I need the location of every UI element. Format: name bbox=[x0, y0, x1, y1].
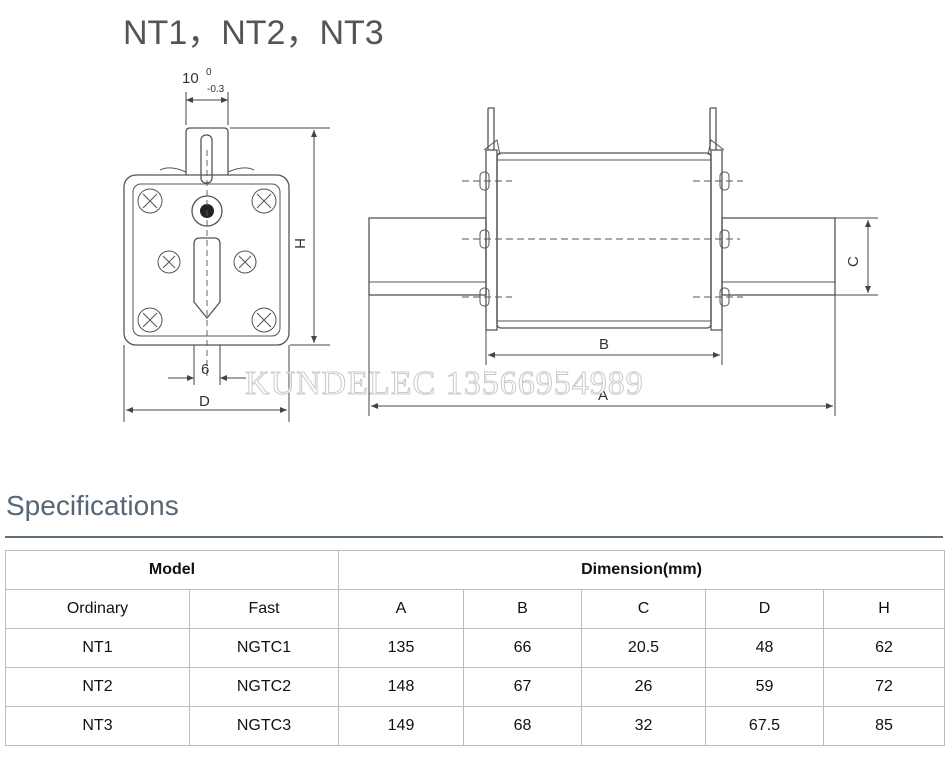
subheader-c: C bbox=[581, 589, 706, 629]
front-dimensions bbox=[123, 92, 330, 422]
tolerance-lower: -0.3 bbox=[207, 84, 225, 95]
cell-ordinary: NT1 bbox=[5, 628, 190, 668]
dim-label-c: C bbox=[845, 256, 862, 267]
specifications-heading: Specifications bbox=[6, 490, 179, 521]
watermark-text: KUNDELEC 13566954989 bbox=[245, 365, 644, 402]
cell-h: 85 bbox=[822, 706, 946, 746]
specifications-table: Model Dimension(mm) Ordinary Fast A B C … bbox=[5, 550, 946, 746]
cell-fast: NGTC3 bbox=[189, 706, 339, 746]
dim-label-h: H bbox=[291, 238, 308, 249]
section-divider bbox=[5, 536, 943, 538]
dim-label-a: A bbox=[598, 387, 608, 404]
cell-fast: NGTC2 bbox=[189, 667, 339, 707]
cell-b: 67 bbox=[463, 667, 582, 707]
dim-label-d: D bbox=[199, 393, 210, 410]
cell-ordinary: NT2 bbox=[5, 667, 190, 707]
subheader-fast: Fast bbox=[189, 589, 339, 629]
cell-ordinary: NT3 bbox=[5, 706, 190, 746]
cell-d: 59 bbox=[705, 667, 824, 707]
cell-h: 62 bbox=[822, 628, 946, 668]
cell-c: 26 bbox=[581, 667, 706, 707]
side-view bbox=[368, 107, 836, 331]
header-dimension: Dimension(mm) bbox=[337, 550, 946, 590]
cell-d: 48 bbox=[705, 628, 824, 668]
dim-label-b: B bbox=[599, 336, 609, 353]
table-subheader-row: Ordinary Fast A B C D H bbox=[5, 589, 946, 629]
cell-c: 20.5 bbox=[581, 628, 706, 668]
technical-drawing: NT1，NT2，NT3 bbox=[123, 14, 878, 422]
cell-a: 148 bbox=[338, 667, 464, 707]
cell-a: 149 bbox=[338, 706, 464, 746]
table-header-row: Model Dimension(mm) bbox=[5, 550, 946, 590]
subheader-h: H bbox=[822, 589, 946, 629]
cell-a: 135 bbox=[338, 628, 464, 668]
tolerance-upper: 0 bbox=[206, 67, 212, 78]
subheader-a: A bbox=[338, 589, 464, 629]
table-row: NT1 NGTC1 135 66 20.5 48 62 bbox=[5, 628, 946, 668]
cell-c: 32 bbox=[581, 706, 706, 746]
tolerance-label: 10 bbox=[182, 70, 199, 87]
cell-b: 68 bbox=[463, 706, 582, 746]
cell-h: 72 bbox=[822, 667, 946, 707]
table-row: NT2 NGTC2 148 67 26 59 72 bbox=[5, 667, 946, 707]
subheader-ordinary: Ordinary bbox=[5, 589, 190, 629]
header-model: Model bbox=[5, 550, 339, 590]
side-dimensions bbox=[368, 217, 878, 416]
table-row: NT3 NGTC3 149 68 32 67.5 85 bbox=[5, 706, 946, 746]
cell-b: 66 bbox=[463, 628, 582, 668]
subheader-b: B bbox=[463, 589, 582, 629]
front-view bbox=[123, 127, 290, 380]
dim-label-6: 6 bbox=[201, 361, 209, 378]
drawing-title: NT1，NT2，NT3 bbox=[123, 14, 384, 52]
subheader-d: D bbox=[705, 589, 824, 629]
cell-fast: NGTC1 bbox=[189, 628, 339, 668]
cell-d: 67.5 bbox=[705, 706, 824, 746]
